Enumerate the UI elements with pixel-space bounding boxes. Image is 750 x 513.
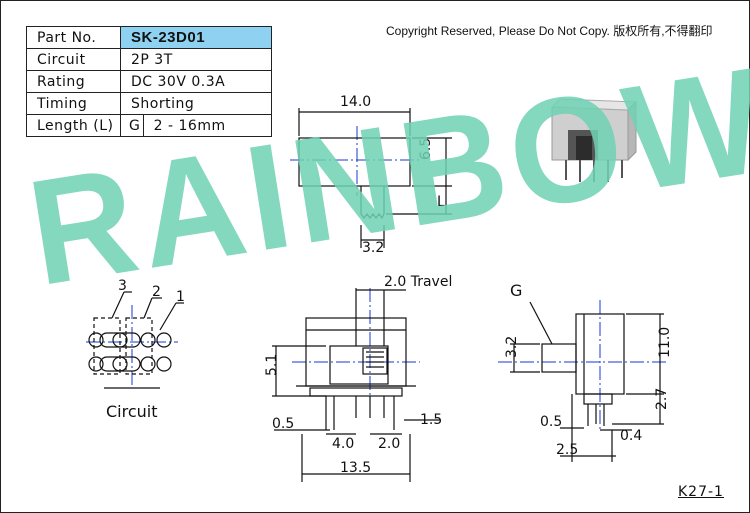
circuit-terminal-3: 3 bbox=[118, 278, 127, 294]
dim-front-left: 0.5 bbox=[272, 416, 294, 432]
circuit-terminal-1: 1 bbox=[176, 289, 185, 305]
switch-photo bbox=[550, 98, 638, 182]
side-marker-g: G bbox=[510, 281, 522, 300]
spec-value: 2 - 16mm bbox=[142, 114, 273, 137]
copyright-notice: Copyright Reserved, Please Do Not Copy. … bbox=[386, 24, 713, 38]
side-view bbox=[510, 301, 664, 462]
dim-side-pin-length: 2.7 bbox=[654, 388, 670, 410]
dim-front-right: 1.5 bbox=[420, 412, 442, 428]
dim-lever-width: 3.2 bbox=[362, 240, 384, 256]
spec-value: DC 30V 0.3A bbox=[120, 70, 272, 93]
dim-side-height: 11.0 bbox=[657, 327, 673, 358]
spec-value: 2P 3T bbox=[120, 48, 272, 71]
dim-pitch-a: 4.0 bbox=[332, 436, 354, 452]
spec-row-timing: Timing Shorting bbox=[26, 92, 272, 115]
spec-row-circuit: Circuit 2P 3T bbox=[26, 48, 272, 71]
dim-side-lever: 3.2 bbox=[504, 336, 520, 358]
spec-row-part-no: Part No. SK-23D01 bbox=[26, 26, 272, 49]
dim-top-height: 6.5 bbox=[418, 138, 434, 160]
circuit-terminal-2: 2 bbox=[152, 284, 161, 300]
dim-top-width: 14.0 bbox=[340, 94, 371, 110]
spec-row-rating: Rating DC 30V 0.3A bbox=[26, 70, 272, 93]
front-view bbox=[272, 288, 440, 482]
dim-pitch-b: 2.0 bbox=[378, 436, 400, 452]
circuit-diagram bbox=[88, 291, 184, 389]
dim-travel: 2.0 Travel bbox=[384, 274, 452, 290]
dim-total-width: 13.5 bbox=[340, 460, 371, 476]
dim-lever-length: L bbox=[437, 194, 445, 210]
spec-key: Length (L) bbox=[26, 114, 121, 137]
dim-side-pin-left: 0.5 bbox=[540, 414, 562, 430]
spec-row-length: Length (L) G 2 - 16mm bbox=[26, 114, 273, 137]
spec-key: Rating bbox=[26, 70, 121, 93]
circuit-label: Circuit bbox=[106, 402, 158, 421]
dim-side-pin-right: 0.4 bbox=[620, 428, 642, 444]
top-view bbox=[298, 108, 452, 248]
dim-front-height: 5.1 bbox=[264, 354, 280, 376]
dim-side-pin-pitch: 2.5 bbox=[556, 442, 578, 458]
drawing-code: K27-1 bbox=[678, 484, 724, 500]
spec-key: Timing bbox=[26, 92, 121, 115]
spec-table: Part No. SK-23D01 Circuit 2P 3T Rating D… bbox=[26, 26, 273, 137]
